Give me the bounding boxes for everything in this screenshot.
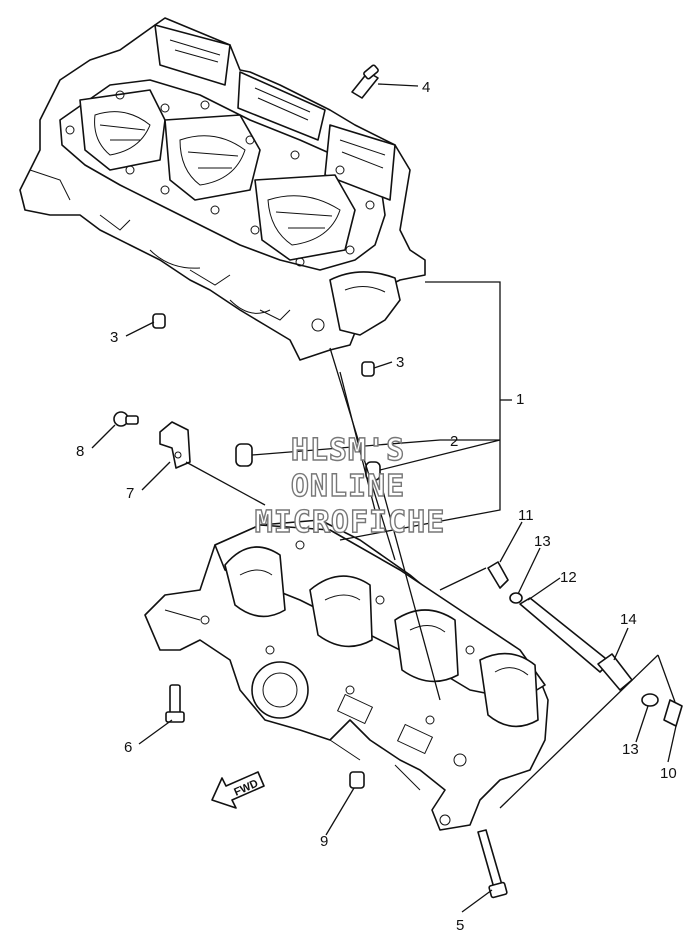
callout-4: 4 [422, 79, 430, 96]
lower-crankcase [144, 519, 549, 831]
stud-bolt-4 [351, 64, 379, 99]
cylinder-bore-3 [254, 174, 356, 261]
watermark-line-1: HLSM'S [291, 433, 405, 468]
callout-2: 2 [450, 433, 458, 450]
fitting-11 [487, 561, 509, 589]
dowel-pin-upper-right [361, 361, 375, 377]
watermark: HLSM'S ONLINE MICROFICHE [254, 432, 446, 540]
bolt-5 [477, 829, 508, 899]
callout-10: 10 [660, 765, 677, 782]
forward-direction-arrow: FWD [211, 771, 265, 809]
watermark-line-2: ONLINE [291, 469, 405, 504]
clamp-13-upper [509, 592, 523, 604]
lower-bolt-holes [200, 540, 475, 826]
cylinder-bore-1 [79, 89, 166, 171]
callout-12: 12 [560, 569, 577, 586]
clamp-13-lower [641, 693, 659, 707]
cylinder-bore-2 [164, 114, 261, 201]
leader-lines [91, 83, 677, 913]
lower-round-boss [251, 661, 309, 719]
callout-5: 5 [456, 917, 464, 934]
callout-8: 8 [76, 443, 84, 460]
callout-3-left: 3 [110, 329, 118, 346]
callout-9: 9 [320, 833, 328, 850]
bolt-6 [165, 684, 185, 723]
callout-numbers: 1 2 3 3 4 5 6 7 8 9 10 11 12 13 13 14 [76, 79, 677, 934]
upper-crankcase [19, 17, 426, 361]
main-bearing-journals [224, 546, 539, 728]
callout-3-right: 3 [396, 354, 404, 371]
callout-13-upper: 13 [534, 533, 551, 550]
callout-6: 6 [124, 739, 132, 756]
dowel-pin-2-left [235, 443, 253, 467]
callout-11: 11 [518, 507, 534, 524]
hose-12 [519, 597, 611, 673]
callout-7: 7 [126, 485, 134, 502]
deck-bolt-holes [65, 90, 375, 267]
watermark-line-3: MICROFICHE [255, 505, 446, 540]
callout-1: 1 [516, 391, 524, 408]
callout-13-lower: 13 [622, 741, 639, 758]
bolt-8 [113, 411, 139, 427]
fitting-10 [663, 699, 683, 727]
bracket-7 [159, 421, 191, 469]
stud-9 [349, 771, 365, 789]
callout-14: 14 [620, 611, 637, 628]
dowel-pin-upper-left [152, 313, 166, 329]
